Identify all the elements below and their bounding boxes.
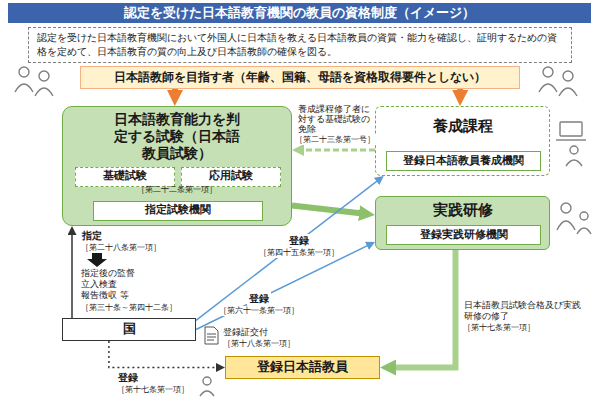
article-note: 指定後の監督 立入検査 報告徴収 等: [80, 268, 144, 301]
node-text: 養成課程: [380, 117, 545, 136]
node-text: 認定を受けた日本語教育機関において外国人に日本語を教える日本語教員の資質・能力を…: [37, 31, 563, 59]
agency-bar: 指定試験機関: [93, 201, 263, 221]
training-box: 実践研修登録実践研修機関: [375, 196, 550, 250]
edge-label: 日本語教員試験合格及び実践研修の修了: [462, 300, 587, 322]
connector: [196, 244, 371, 330]
connector: [388, 250, 456, 368]
people-icon: [15, 67, 53, 96]
government-box: 国: [62, 318, 196, 341]
purpose-note: 認定を受けた日本語教育機関において外国人に日本語を教える日本語教員の資質・能力を…: [28, 27, 572, 63]
supervision-arrow: [87, 253, 107, 267]
node-text: 応用試験: [184, 169, 278, 183]
article-note: ［第十七条第一項］: [462, 323, 536, 333]
registered-teacher-box: 登録日本語教員: [225, 356, 380, 379]
edge-label: 登録: [287, 234, 311, 247]
node-text: 登録日本語教員: [228, 359, 377, 375]
article-note: ［第二十二条第一項］: [74, 185, 280, 195]
agency-bar: 登録実践研修機関: [386, 225, 541, 245]
connector: [457, 89, 463, 98]
node-text: 指定試験機関: [96, 203, 260, 217]
trainer-icon: [557, 203, 591, 234]
certificate-icon: [205, 327, 218, 344]
title-bar: 認定を受けた日本語教育機関の教員の資格制度（イメージ）: [8, 3, 591, 23]
agency-bar: 登録日本語教員養成機関: [386, 151, 541, 171]
article-note: ［第四十五条第一項］: [258, 248, 340, 258]
exam-box: 日本語教育能力を判定する試験（日本語教員試験） 基礎試験応用試験指定試験機関: [62, 106, 292, 226]
edge-label: 登録: [247, 292, 271, 305]
edge-label: 登録: [116, 371, 140, 384]
article-note: ［第十七条第一項］: [116, 385, 190, 395]
people-icon: [539, 67, 577, 96]
teacher-icon: [200, 377, 214, 396]
connector: [292, 206, 367, 214]
node-text: 基礎試験: [78, 169, 172, 183]
connector: [71, 231, 73, 319]
article-note: ［第二十三条第一号］: [294, 135, 376, 145]
exam-part-box: 応用試験: [181, 167, 281, 187]
connector: [172, 89, 178, 98]
connector: [109, 341, 221, 368]
node-text: 国: [65, 321, 193, 337]
node-text: 日本語教師を目指す者（年齢、国籍、母語を資格取得要件としない）: [85, 69, 515, 85]
target-band: 日本語教師を目指す者（年齢、国籍、母語を資格取得要件としない）: [80, 66, 520, 89]
node-text: 登録日本語教員養成機関: [389, 153, 538, 167]
connector: [298, 149, 375, 152]
course-box: 養成課程登録日本語教員養成機関: [375, 106, 550, 176]
article-note: ［第十八条第一項］: [222, 339, 296, 349]
edge-label: 養成課程修了者に対する基礎試験の免除: [296, 104, 374, 134]
article-note: ［第六十一条第一項］: [218, 306, 300, 316]
node-text: 日本語教育能力を判定する試験（日本語教員試験）: [112, 111, 242, 162]
article-note: ［第二十八条第一項］: [80, 243, 162, 253]
article-note: ［第三十条～第四十二条］: [80, 303, 178, 313]
exam-part-box: 基礎試験: [75, 167, 175, 187]
trainee-icon: [556, 122, 586, 166]
edge-label: 指定: [80, 229, 104, 242]
node-text: 登録実践研修機関: [389, 227, 538, 241]
node-text: 実践研修: [380, 201, 545, 220]
article-note: 登録証交付: [222, 327, 269, 337]
